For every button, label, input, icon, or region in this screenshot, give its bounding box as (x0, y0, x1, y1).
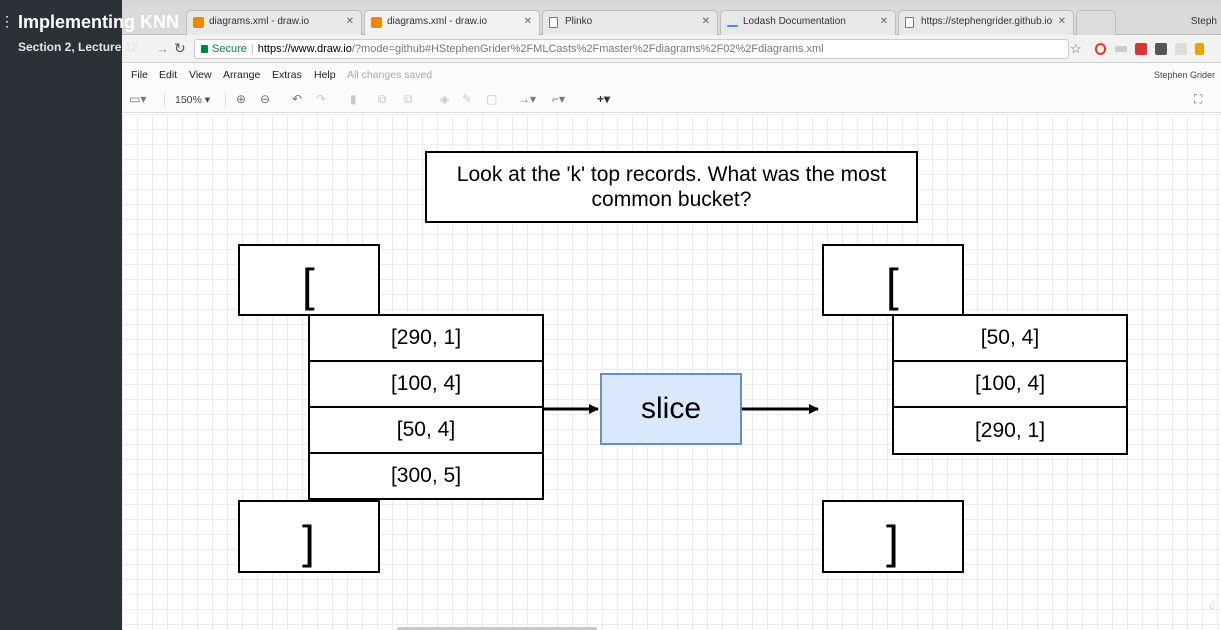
secure-label: Secure (212, 43, 247, 55)
extension-icon[interactable] (1175, 43, 1187, 55)
url-separator: | (250, 43, 254, 55)
lock-icon (201, 45, 208, 53)
left-record[interactable]: [100, 4] (308, 360, 544, 408)
tab-label: diagrams.xml - draw.io (209, 16, 310, 27)
tab-close-icon[interactable]: ✕ (879, 16, 888, 27)
zoom-value: 150% (175, 94, 202, 106)
sidebar-menu-icon[interactable]: ⋮ (0, 13, 14, 29)
extension-icon[interactable] (1135, 43, 1147, 55)
lecture-subtitle: Section 2, Lecture 12 (18, 40, 139, 54)
left-record[interactable]: [290, 1] (308, 314, 544, 362)
redo-icon[interactable]: ↷ (316, 92, 327, 106)
connection-icon[interactable]: →▾ (518, 92, 537, 106)
line-color-icon[interactable]: ✎ (462, 92, 473, 106)
drawio-icon (193, 17, 204, 28)
tab-plinko[interactable]: Plinko ✕ (542, 10, 718, 35)
right-open-bracket[interactable]: [ (822, 244, 964, 316)
right-record[interactable]: [290, 1] (892, 406, 1128, 455)
address-bar-row: → ↻ Secure|https://www.draw.io/?mode=git… (122, 35, 1221, 63)
horizontal-scrollbar[interactable] (397, 627, 597, 630)
tab-bar: diagrams.xml - draw.io ✕ diagrams.xml - … (122, 6, 1221, 35)
url-host: https://www.draw.io (257, 43, 352, 55)
url-input[interactable]: Secure|https://www.draw.io/?mode=github#… (194, 39, 1069, 59)
tab-close-icon[interactable]: ✕ (701, 16, 710, 27)
new-tab-button[interactable] (1076, 10, 1116, 35)
mac-menubar-strip (122, 0, 1221, 6)
bookmark-star-icon[interactable]: ☆ (1070, 41, 1082, 56)
left-record[interactable]: [300, 5] (308, 452, 544, 500)
browser-window: diagrams.xml - draw.io ✕ diagrams.xml - … (122, 0, 1221, 630)
opera-extension-icon[interactable] (1095, 43, 1106, 55)
drawio-icon (371, 17, 382, 28)
fill-color-icon[interactable]: ◈ (440, 92, 450, 106)
menu-edit[interactable]: Edit (159, 69, 178, 81)
menu-arrange[interactable]: Arrange (223, 69, 261, 81)
diagram-canvas[interactable]: Look at the 'k' top records. What was th… (122, 114, 1221, 630)
tab-lodash[interactable]: Lodash Documentation ✕ (720, 10, 896, 35)
fullscreen-icon[interactable]: ⛶ (1194, 92, 1203, 106)
zoom-select[interactable]: 150% ▾ (175, 94, 211, 106)
zoom-in-icon[interactable]: ⊕ (236, 92, 247, 106)
insert-icon[interactable]: +▾ (597, 92, 611, 106)
waypoints-icon[interactable]: ⌐▾ (552, 92, 566, 106)
toolbar: ▭▾ 150% ▾ ⊕ ⊖ ↶ ↷ ▮ ⧉ ⧉ ◈ ✎ ▢ →▾ ⌐▾ +▾ ⛶ (122, 87, 1221, 113)
extension-icon[interactable] (1115, 46, 1127, 52)
url-path: /?mode=github#HStephenGrider%2FMLCasts%2… (351, 43, 824, 55)
tab-drawio-2[interactable]: diagrams.xml - draw.io ✕ (364, 10, 540, 35)
tab-label: Plinko (565, 16, 593, 27)
lodash-icon (727, 25, 738, 27)
extension-icon[interactable] (1155, 43, 1167, 55)
to-back-icon[interactable]: ⧉ (404, 92, 413, 106)
tab-label: https://stephengrider.github.io (921, 16, 1053, 27)
tab-github-io[interactable]: https://stephengrider.github.io ✕ (898, 10, 1074, 35)
right-record[interactable]: [50, 4] (892, 314, 1128, 362)
zoom-out-icon[interactable]: ⊖ (260, 92, 271, 106)
to-front-icon[interactable]: ⧉ (378, 92, 387, 106)
left-open-bracket[interactable]: [ (238, 244, 380, 316)
tab-close-icon[interactable]: ✕ (1057, 16, 1066, 27)
forward-icon[interactable]: → (156, 41, 169, 56)
tab-label: diagrams.xml - draw.io (387, 16, 488, 27)
reload-icon[interactable]: ↻ (174, 40, 186, 56)
extension-icon[interactable] (1195, 43, 1204, 55)
menu-file[interactable]: File (131, 69, 148, 81)
question-box[interactable]: Look at the 'k' top records. What was th… (425, 151, 918, 223)
slice-process-box[interactable]: slice (600, 373, 742, 445)
menu-help[interactable]: Help (314, 69, 336, 81)
shadow-icon[interactable]: ▢ (486, 92, 498, 106)
tab-label: Lodash Documentation (743, 16, 846, 27)
right-close-bracket[interactable]: ] (822, 500, 964, 573)
tab-close-icon[interactable]: ✕ (345, 16, 354, 27)
right-record[interactable]: [100, 4] (892, 360, 1128, 408)
tab-drawio-1[interactable]: diagrams.xml - draw.io ✕ (186, 10, 362, 35)
app-menu-bar: File Edit View Arrange Extras Help All c… (122, 63, 1221, 87)
format-panel-icon[interactable]: ▭▾ (129, 92, 147, 106)
tab-close-icon[interactable]: ✕ (523, 16, 532, 27)
menu-view[interactable]: View (189, 69, 212, 81)
save-status: All changes saved (347, 69, 433, 81)
lecture-title: Implementing KNN (18, 12, 180, 32)
udemy-watermark: ů (1209, 601, 1215, 612)
toolbar-divider (225, 93, 226, 107)
undo-icon[interactable]: ↶ (292, 92, 303, 106)
lecture-sidebar: ⋮ (0, 0, 122, 630)
left-close-bracket[interactable]: ] (238, 500, 380, 573)
user-name[interactable]: Stephen Grider (1153, 70, 1215, 80)
page-icon (905, 17, 914, 28)
delete-icon[interactable]: ▮ (350, 92, 357, 106)
page-icon (549, 17, 558, 28)
menu-extras[interactable]: Extras (272, 69, 302, 81)
profile-name[interactable]: Steph (1190, 16, 1217, 27)
toolbar-divider (164, 93, 165, 107)
left-record[interactable]: [50, 4] (308, 406, 544, 454)
